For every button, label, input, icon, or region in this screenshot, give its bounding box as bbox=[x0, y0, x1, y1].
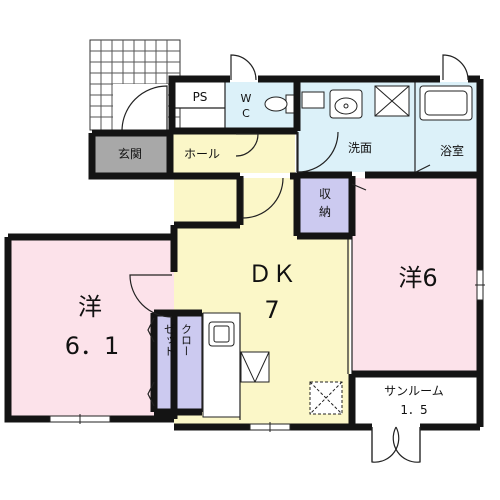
washbasin-icon bbox=[329, 89, 363, 119]
label-hall: ホール bbox=[184, 147, 220, 161]
label-yokushitsu: 浴室 bbox=[440, 143, 464, 158]
fixtures bbox=[202, 85, 473, 418]
room-yo6 bbox=[352, 178, 477, 374]
label-shuno-2: 納 bbox=[319, 205, 331, 219]
room-genkan bbox=[95, 133, 170, 173]
label-yo61-1: 洋 bbox=[78, 293, 102, 321]
room-labels: PS W C 洗面 浴室 玄関 ホール 収 納 ＤＫ 7 洋6 洋 6．1 ゼッ… bbox=[65, 90, 464, 417]
kitchen-counter-icon bbox=[202, 312, 241, 418]
label-closet-2: クロー bbox=[180, 323, 193, 356]
windows bbox=[49, 269, 485, 432]
room-hall bbox=[170, 133, 240, 173]
room-closet bbox=[154, 313, 202, 413]
fridge-space-icon bbox=[309, 381, 343, 415]
label-shuno-1: 収 bbox=[319, 187, 331, 201]
door-swings bbox=[129, 54, 469, 463]
label-dk-2: 7 bbox=[264, 296, 279, 324]
room-fills bbox=[8, 82, 477, 424]
room-sunroom bbox=[352, 374, 477, 424]
label-yo61-2: 6．1 bbox=[65, 332, 120, 360]
shelf-icon bbox=[301, 91, 325, 109]
label-senmen: 洗面 bbox=[348, 141, 372, 155]
label-wc-1: W bbox=[241, 92, 252, 105]
label-wc-2: C bbox=[242, 107, 250, 120]
label-ps: PS bbox=[193, 90, 208, 104]
balcony-tiles bbox=[89, 39, 181, 132]
label-sunroom-2: 1．5 bbox=[400, 403, 427, 417]
room-ps bbox=[175, 82, 225, 108]
room-shuno bbox=[297, 178, 352, 233]
bathtub-icon bbox=[419, 85, 473, 121]
laundry-pan-icon bbox=[374, 85, 410, 117]
thin-partitions bbox=[175, 82, 416, 420]
label-dk-1: ＤＫ bbox=[248, 260, 296, 288]
room-yo61 bbox=[8, 237, 174, 419]
label-yo6: 洋6 bbox=[398, 264, 437, 292]
room-hall-ext bbox=[240, 133, 295, 173]
label-sunroom-1: サンルーム bbox=[384, 384, 444, 398]
label-closet-1: ゼット bbox=[163, 323, 176, 356]
stove-icon bbox=[240, 351, 270, 383]
label-genkan: 玄関 bbox=[118, 146, 142, 161]
